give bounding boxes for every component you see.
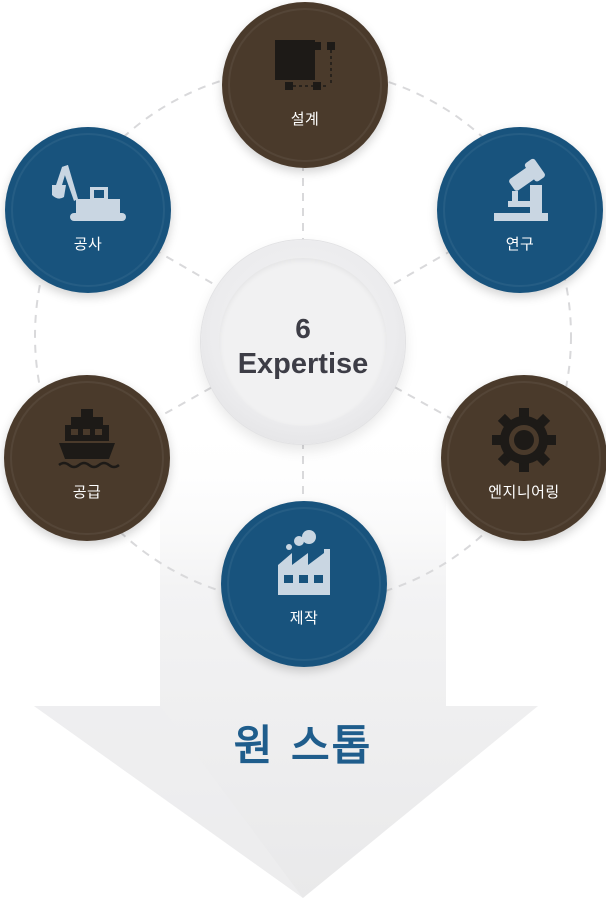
result-label: 원 스톱	[233, 721, 373, 770]
blueprint-icon	[275, 40, 335, 90]
ship-icon	[58, 409, 120, 469]
center-hub-inner: 6 Expertise	[219, 258, 387, 426]
factory-icon	[278, 530, 330, 595]
node-design[interactable]: 설계	[222, 2, 388, 168]
node-label-research: 연구	[505, 235, 535, 253]
center-hub: 6 Expertise	[201, 240, 405, 444]
node-research[interactable]: 연구	[437, 127, 603, 293]
node-label-supply: 공급	[72, 483, 102, 501]
gear-icon	[492, 408, 556, 472]
excavator-icon	[52, 165, 126, 221]
center-count: 6	[295, 313, 311, 344]
node-construction[interactable]: 공사	[5, 127, 171, 293]
node-manufacturing[interactable]: 제작	[221, 501, 387, 667]
node-label-engineering: 엔지니어링	[488, 483, 560, 501]
node-label-construction: 공사	[73, 235, 103, 253]
node-supply[interactable]: 공급	[4, 375, 170, 541]
microscope-icon	[494, 158, 548, 221]
center-title: Expertise	[237, 348, 369, 380]
node-label-manufacturing: 제작	[289, 609, 319, 627]
node-label-design: 설계	[290, 110, 320, 128]
node-engineering[interactable]: 엔지니어링	[441, 375, 606, 541]
